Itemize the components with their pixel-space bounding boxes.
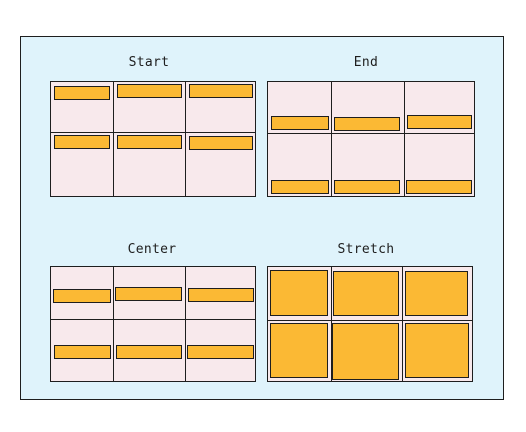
- grid-item: [53, 289, 111, 303]
- start-title: Start: [128, 55, 170, 70]
- grid-item: [334, 117, 400, 131]
- grid-item: [115, 287, 182, 301]
- grid-divider: [402, 267, 403, 381]
- grid-item: [187, 345, 254, 359]
- grid-divider: [185, 267, 186, 381]
- grid-divider: [51, 319, 255, 320]
- grid-divider: [113, 82, 114, 196]
- grid-item: [405, 271, 468, 316]
- stretch-title: Stretch: [337, 242, 395, 257]
- grid-item: [54, 345, 111, 359]
- grid-divider: [331, 267, 332, 381]
- grid-item: [270, 323, 328, 378]
- grid-item: [116, 345, 182, 359]
- grid-divider: [268, 133, 474, 134]
- grid-item: [117, 84, 182, 98]
- stretch-grid: [267, 266, 473, 382]
- grid-item: [405, 323, 469, 378]
- grid-item: [334, 180, 400, 194]
- grid-divider: [185, 82, 186, 196]
- grid-item: [189, 84, 253, 98]
- grid-item: [54, 135, 110, 149]
- grid-item: [188, 288, 254, 302]
- grid-item: [271, 180, 329, 194]
- grid-item: [54, 86, 110, 100]
- grid-item: [332, 323, 399, 380]
- grid-divider: [268, 320, 472, 321]
- end-grid: [267, 81, 475, 197]
- end-title: End: [353, 55, 379, 70]
- grid-item: [189, 136, 253, 150]
- center-grid: [50, 266, 256, 382]
- grid-item: [270, 270, 328, 316]
- grid-item: [271, 116, 329, 130]
- grid-divider: [404, 82, 405, 196]
- grid-item: [407, 115, 472, 129]
- grid-item: [117, 135, 182, 149]
- grid-divider: [51, 132, 255, 133]
- grid-item: [406, 180, 472, 194]
- grid-item: [333, 271, 399, 316]
- center-title: Center: [127, 242, 177, 257]
- grid-divider: [113, 267, 114, 381]
- start-grid: [50, 81, 256, 197]
- grid-divider: [331, 82, 332, 196]
